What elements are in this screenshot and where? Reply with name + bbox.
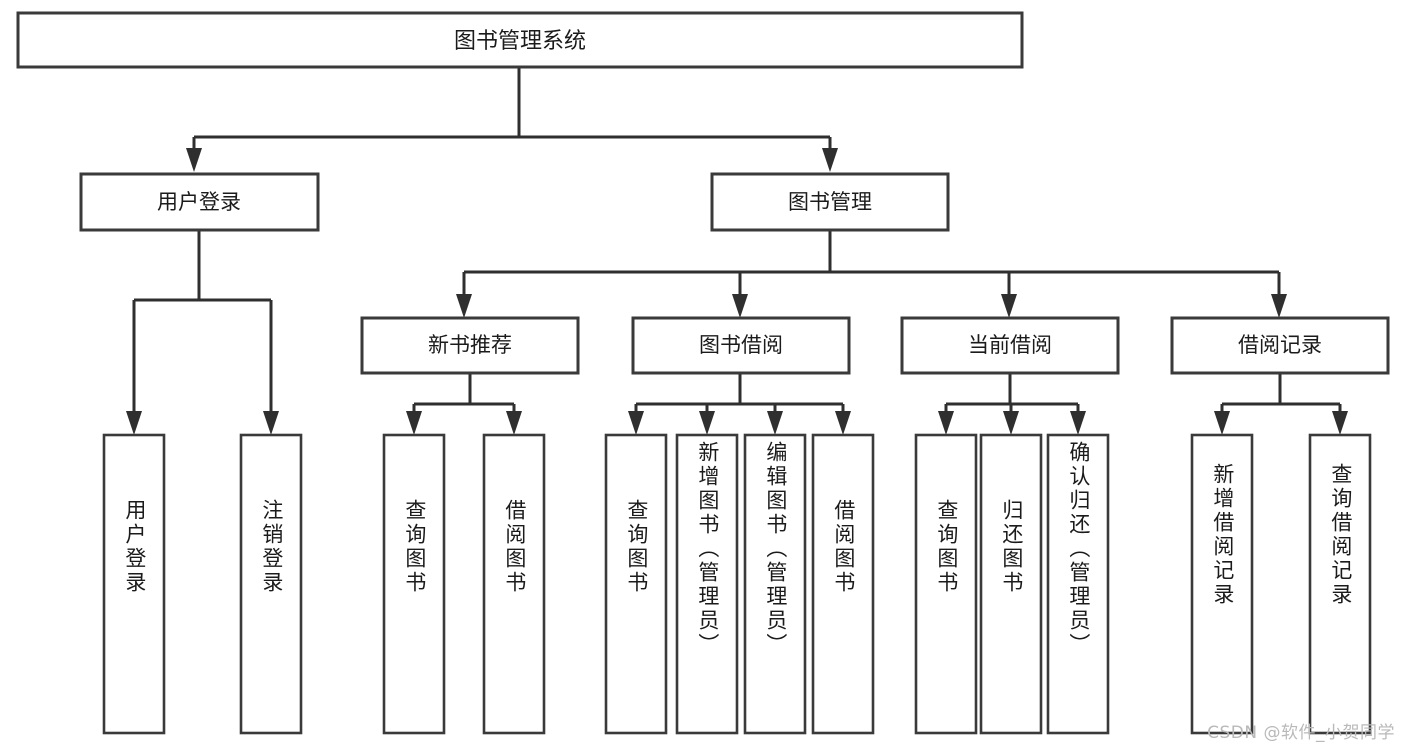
- leaf-boxes-current-borrow: [914, 433, 1110, 735]
- node-book-management[interactable]: 图书管理: [710, 172, 950, 232]
- user-login-label: 用户登录: [157, 190, 241, 214]
- node-root[interactable]: 图书管理系统: [16, 11, 1024, 69]
- book-management-box[interactable]: [710, 172, 950, 232]
- connector-group-root: [186, 67, 838, 172]
- leaf-box-bookborrow-3[interactable]: [743, 433, 807, 735]
- arrow-head-leaf-currentborrow-1: [938, 411, 954, 435]
- connector-group-book-borrow: [628, 373, 851, 435]
- arrow-head-leaf-user-login-2: [263, 411, 279, 435]
- borrow-record-label: 借阅记录: [1238, 333, 1322, 357]
- connector-group-book-mgmt: [456, 230, 1287, 318]
- leaf-boxes-borrow-record: [1190, 433, 1372, 735]
- book-management-label: 图书管理: [788, 190, 872, 214]
- arrow-head-borrow-record: [1271, 294, 1287, 318]
- leaf-box-borrowrecord-2[interactable]: [1308, 433, 1372, 735]
- leaf-box-bookborrow-4[interactable]: [811, 433, 875, 735]
- arrow-head-leaf-bookborrow-1: [628, 411, 644, 435]
- node-book-borrow[interactable]: 图书借阅: [631, 316, 851, 375]
- arrow-head-leaf-borrowrecord-2: [1332, 411, 1348, 435]
- arrow-head-leaf-newbook-1: [406, 411, 422, 435]
- node-user-login[interactable]: 用户登录: [79, 172, 320, 232]
- arrow-head-leaf-currentborrow-2: [1003, 411, 1019, 435]
- new-book-recommend-label: 新书推荐: [428, 333, 512, 357]
- current-borrow-box[interactable]: [900, 316, 1120, 375]
- leaf-box-currentborrow-3[interactable]: [1046, 433, 1110, 735]
- arrow-head-leaf-newbook-2: [506, 411, 522, 435]
- arrow-head-user-login: [186, 148, 202, 172]
- connector-group-new-book-recommend: [406, 373, 522, 435]
- leaf-box-newbook-2[interactable]: [482, 433, 546, 735]
- leaf-box-borrowrecord-1[interactable]: [1190, 433, 1254, 735]
- connector-group-user-login: [126, 230, 279, 435]
- leaf-boxes-user-login: [102, 433, 303, 735]
- leaf-box-currentborrow-1[interactable]: [914, 433, 978, 735]
- arrow-head-leaf-bookborrow-2: [699, 411, 715, 435]
- arrow-head-book-borrow: [732, 294, 748, 318]
- new-book-recommend-box[interactable]: [360, 316, 580, 375]
- connector-group-borrow-record: [1214, 373, 1348, 435]
- arrow-head-leaf-borrowrecord-1: [1214, 411, 1230, 435]
- arrow-head-leaf-bookborrow-3: [767, 411, 783, 435]
- borrow-record-box[interactable]: [1170, 316, 1390, 375]
- leaf-box-user-login-2[interactable]: [239, 433, 303, 735]
- leaf-box-bookborrow-2[interactable]: [675, 433, 739, 735]
- leaf-boxes-new-book-recommend: [382, 433, 546, 735]
- node-borrow-record[interactable]: 借阅记录: [1170, 316, 1390, 375]
- arrow-head-current-borrow: [1001, 294, 1017, 318]
- user-login-box[interactable]: [79, 172, 320, 232]
- book-borrow-label: 图书借阅: [699, 333, 783, 357]
- arrow-head-leaf-bookborrow-4: [835, 411, 851, 435]
- node-current-borrow[interactable]: 当前借阅: [900, 316, 1120, 375]
- root-label: 图书管理系统: [454, 29, 586, 54]
- node-new-book-recommend[interactable]: 新书推荐: [360, 316, 580, 375]
- leaf-box-newbook-1[interactable]: [382, 433, 446, 735]
- leaf-box-currentborrow-2[interactable]: [979, 433, 1043, 735]
- book-borrow-box[interactable]: [631, 316, 851, 375]
- leaf-box-user-login-1[interactable]: [102, 433, 166, 735]
- arrow-head-new-book-recommend: [456, 294, 472, 318]
- arrow-head-leaf-user-login-1: [126, 411, 142, 435]
- connector-group-current-borrow: [938, 373, 1086, 435]
- current-borrow-label: 当前借阅: [968, 333, 1052, 357]
- leaf-boxes-book-borrow: [604, 433, 875, 735]
- leaf-box-bookborrow-1[interactable]: [604, 433, 668, 735]
- root-box[interactable]: [16, 11, 1024, 69]
- arrow-head-book-mgmt: [822, 148, 838, 172]
- arrow-head-leaf-currentborrow-3: [1070, 411, 1086, 435]
